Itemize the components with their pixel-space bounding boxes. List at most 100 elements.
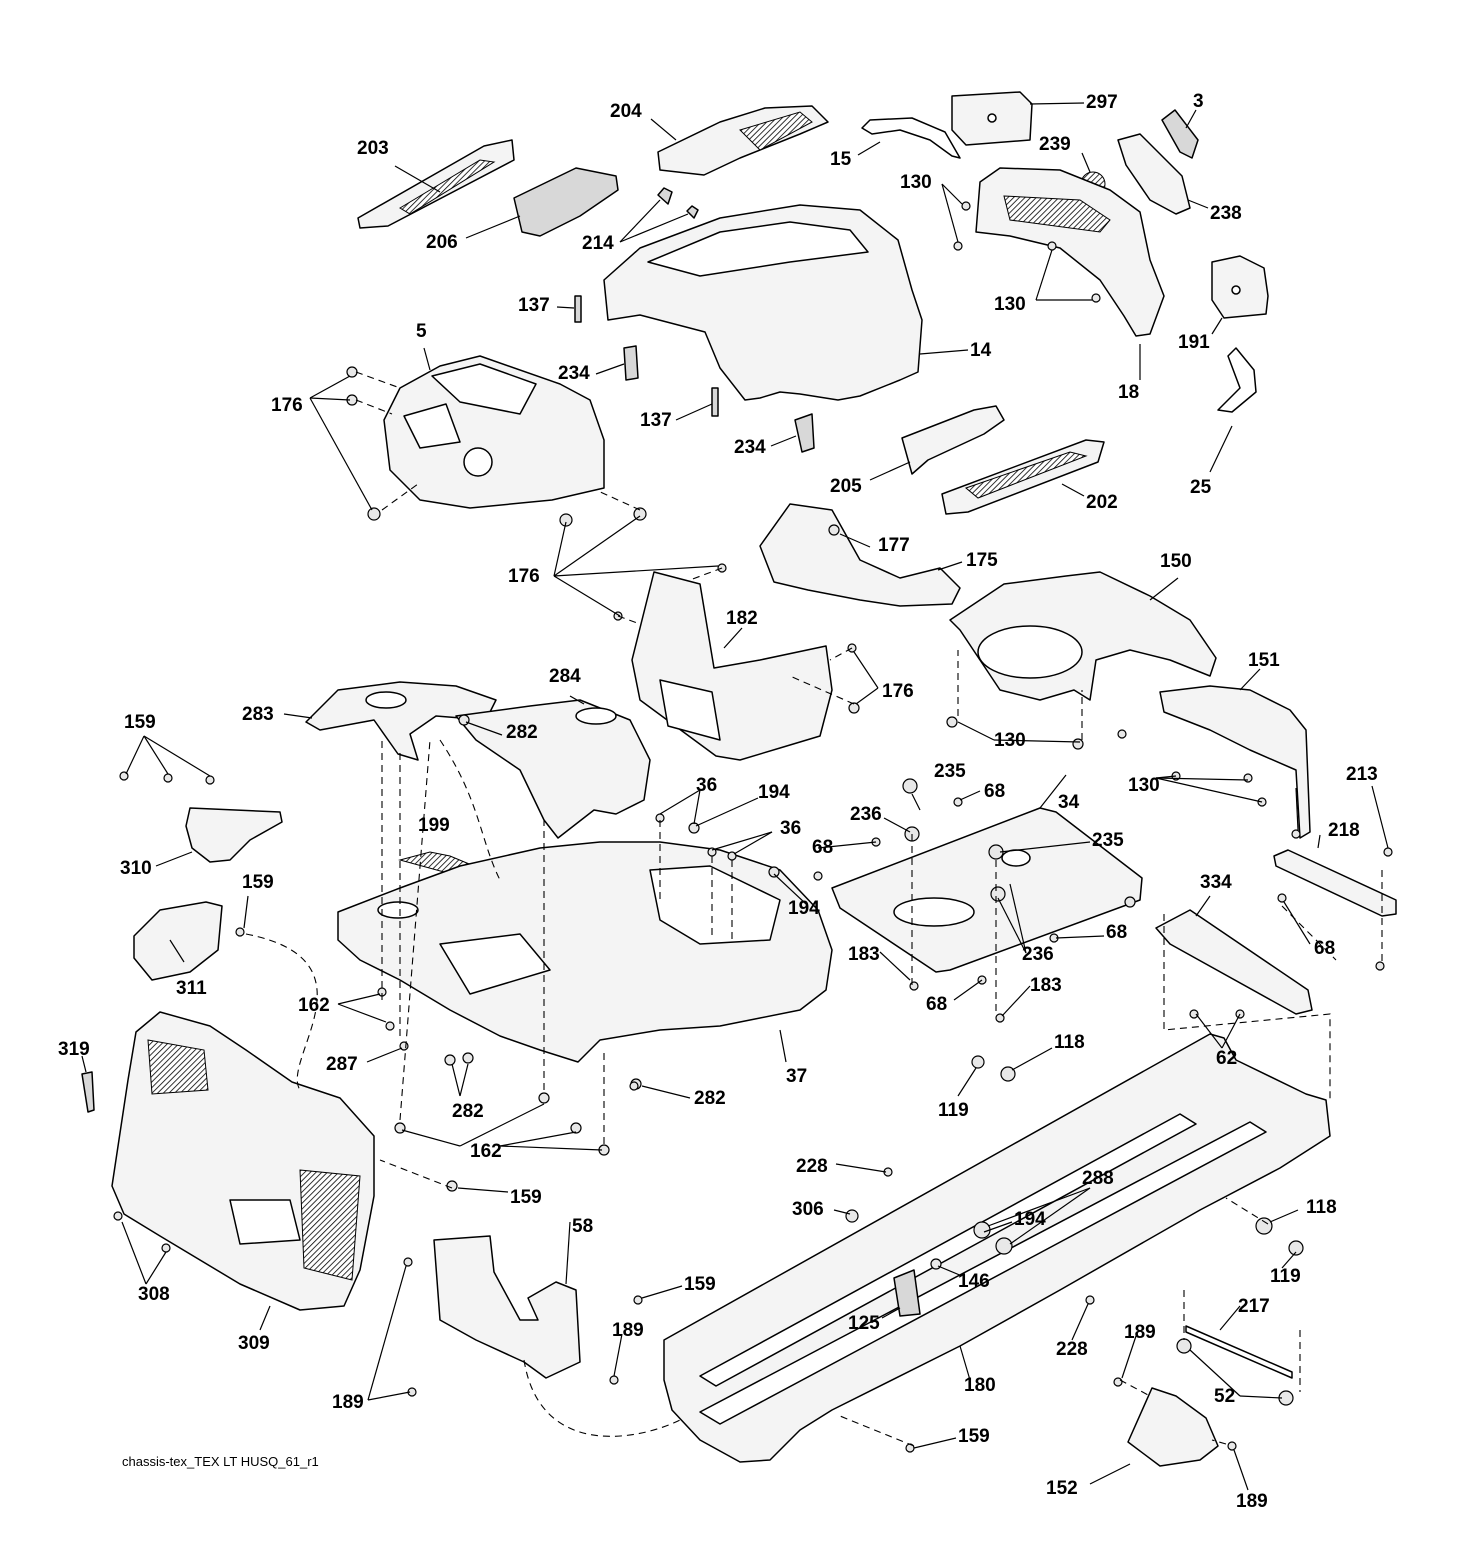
part-3-shape: [1161, 109, 1199, 159]
callout-217: 217: [1238, 1296, 1270, 1317]
callout-282-b: 282: [694, 1088, 726, 1109]
callout-319: 319: [58, 1039, 90, 1060]
leader-lines: [81, 102, 1389, 1491]
part-25-shape: [1217, 347, 1257, 413]
callout-118-a: 118: [1054, 1032, 1085, 1053]
callout-203: 203: [357, 138, 389, 159]
callout-159-a: 159: [124, 712, 156, 733]
callout-308: 308: [138, 1284, 170, 1305]
part-238-shape: [1117, 133, 1191, 215]
callout-194-b: 194: [788, 898, 820, 919]
callout-130-a: 130: [900, 172, 932, 193]
callout-282-c: 282: [452, 1101, 484, 1122]
part-283-shape: [305, 681, 497, 761]
callout-130-d: 130: [1128, 775, 1160, 796]
callout-14: 14: [970, 340, 992, 361]
callout-130-c: 130: [994, 730, 1026, 751]
part-137a-shape: [574, 295, 582, 323]
callout-310: 310: [120, 858, 152, 879]
callout-306: 306: [792, 1199, 824, 1220]
part-284-shape: [455, 699, 651, 839]
callout-228-a: 228: [796, 1156, 828, 1177]
callout-176-b: 176: [508, 566, 540, 587]
callout-191: 191: [1178, 332, 1210, 353]
callout-194-a: 194: [758, 782, 790, 803]
callout-234-b: 234: [734, 437, 766, 458]
callout-236-b: 236: [1022, 944, 1054, 965]
callout-334: 334: [1200, 872, 1232, 893]
callout-37: 37: [786, 1066, 807, 1087]
part-205-shape: [901, 405, 1005, 475]
part-175-shape: [759, 503, 961, 607]
callout-159-b: 159: [242, 872, 274, 893]
callout-236-a: 236: [850, 804, 882, 825]
part-319-shape: [81, 1071, 95, 1113]
callout-202: 202: [1086, 492, 1118, 513]
callout-118-b: 118: [1306, 1197, 1337, 1218]
callout-58: 58: [572, 1216, 593, 1237]
callout-288: 288: [1082, 1168, 1114, 1189]
callout-18: 18: [1118, 382, 1139, 403]
callout-218: 218: [1328, 820, 1360, 841]
callout-150: 150: [1160, 551, 1192, 572]
callout-175: 175: [966, 550, 998, 571]
callout-228-b: 228: [1056, 1339, 1088, 1360]
callout-176-a: 176: [271, 395, 303, 416]
callout-68-d: 68: [1314, 938, 1335, 959]
part-234a-shape: [623, 345, 639, 381]
part-34-shape: [831, 807, 1143, 973]
part-shapes: [81, 91, 1397, 1467]
callout-199: 199: [418, 815, 450, 836]
callout-137-a: 137: [518, 295, 550, 316]
callout-3: 3: [1193, 91, 1204, 112]
diagram-caption: chassis-tex_TEX LT HUSQ_61_r1: [122, 1454, 319, 1469]
part-182-shape: [631, 571, 833, 761]
callout-68-a: 68: [984, 781, 1005, 802]
callout-180: 180: [964, 1375, 996, 1396]
hardware: [113, 201, 1393, 1453]
callout-162-b: 162: [470, 1141, 502, 1162]
callout-25: 25: [1190, 477, 1212, 498]
part-37-shape: [337, 841, 833, 1063]
callout-152: 152: [1046, 1478, 1078, 1499]
callout-159-e: 159: [958, 1426, 990, 1447]
callout-189-b: 189: [1124, 1322, 1156, 1343]
callout-159-c: 159: [510, 1187, 542, 1208]
callout-234-a: 234: [558, 363, 590, 384]
callout-311: 311: [176, 978, 207, 999]
callout-146: 146: [958, 1271, 990, 1292]
callout-206: 206: [426, 232, 458, 253]
part-218-shape: [1273, 849, 1397, 917]
callout-62: 62: [1216, 1048, 1237, 1069]
callout-214: 214: [582, 233, 614, 254]
callout-68-e: 68: [926, 994, 947, 1015]
callout-189-a: 189: [612, 1320, 644, 1341]
callout-130-b: 130: [994, 294, 1026, 315]
part-234b-shape: [794, 413, 815, 453]
part-152-shape: [1127, 1387, 1219, 1467]
part-311-shape: [133, 901, 223, 981]
callout-36-b: 36: [780, 818, 801, 839]
part-310-shape: [185, 807, 283, 863]
callout-239: 239: [1039, 134, 1071, 155]
part-5-shape: [383, 355, 605, 509]
callout-194-c: 194: [1014, 1209, 1046, 1230]
callout-189-c: 189: [332, 1392, 364, 1413]
callout-159-d: 159: [684, 1274, 716, 1295]
callout-183-b: 183: [1030, 975, 1062, 996]
callout-235-b: 235: [1092, 830, 1124, 851]
callout-125: 125: [848, 1313, 880, 1334]
callout-151: 151: [1248, 650, 1280, 671]
callout-213: 213: [1346, 764, 1378, 785]
part-217-shape: [1185, 1325, 1293, 1379]
part-151-shape: [1159, 685, 1311, 839]
part-137b-shape: [711, 387, 719, 417]
callout-238: 238: [1210, 203, 1242, 224]
callout-189-d: 189: [1236, 1491, 1268, 1512]
callout-235-a: 235: [934, 761, 966, 782]
callout-labels: 297 3 204 203 15 239 238 130 206 214 130…: [58, 91, 1378, 1512]
callout-182: 182: [726, 608, 758, 629]
part-125-shape: [893, 1269, 921, 1317]
part-203-shape: [357, 139, 515, 229]
